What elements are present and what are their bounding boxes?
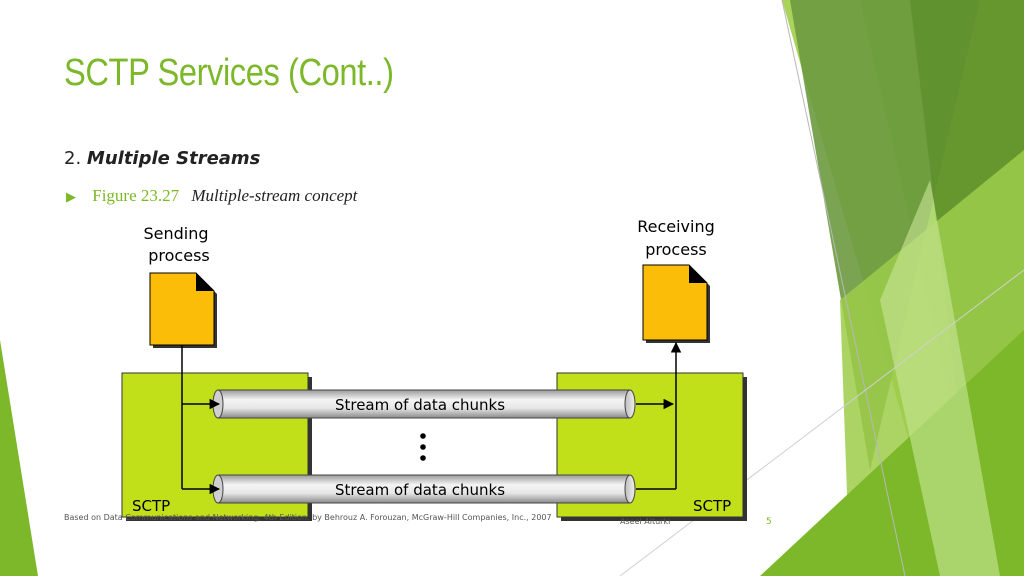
ellipsis-dot-3 — [420, 455, 426, 461]
page-number: 5 — [766, 517, 772, 527]
sending-document-icon — [149, 272, 217, 348]
figure-label: Figure 23.27 — [92, 186, 180, 205]
left-corner-shape — [0, 340, 38, 576]
figure-bullet: ▶ Figure 23.27 Multiple-stream concept — [66, 186, 357, 206]
footer-author: Aseel Alturki — [620, 517, 671, 526]
stream-label-2: Stream of data chunks — [335, 481, 505, 499]
stream-pipe-1 — [212, 389, 636, 419]
thin-line-2 — [619, 269, 1024, 576]
sending-label-line2: process — [148, 246, 209, 265]
subheading: 2. Multiple Streams — [64, 148, 260, 169]
sctp-left-label: SCTP — [132, 497, 170, 515]
footer-citation: Based on Data Communications and Network… — [64, 513, 552, 522]
slide-title: SCTP Services (Cont..) — [64, 52, 394, 94]
receiving-document-icon — [642, 264, 710, 343]
bullet-arrow-icon: ▶ — [66, 189, 76, 204]
ellipsis-dot-2 — [420, 444, 426, 450]
figure-caption: Multiple-stream concept — [191, 186, 358, 205]
stream-pipe-2 — [212, 474, 636, 504]
subhead-text: Multiple Streams — [86, 148, 261, 169]
receiving-label-line2: process — [645, 240, 706, 259]
stream-label-1: Stream of data chunks — [335, 396, 505, 414]
right-pale-strip — [880, 180, 1000, 576]
subhead-number: 2. — [64, 148, 82, 169]
thin-line-1 — [781, 0, 906, 576]
sending-label-line1: Sending — [143, 224, 208, 243]
receiving-label-line1: Receiving — [637, 217, 715, 236]
ellipsis-dot-1 — [420, 433, 426, 439]
sctp-right-label: SCTP — [693, 497, 731, 515]
